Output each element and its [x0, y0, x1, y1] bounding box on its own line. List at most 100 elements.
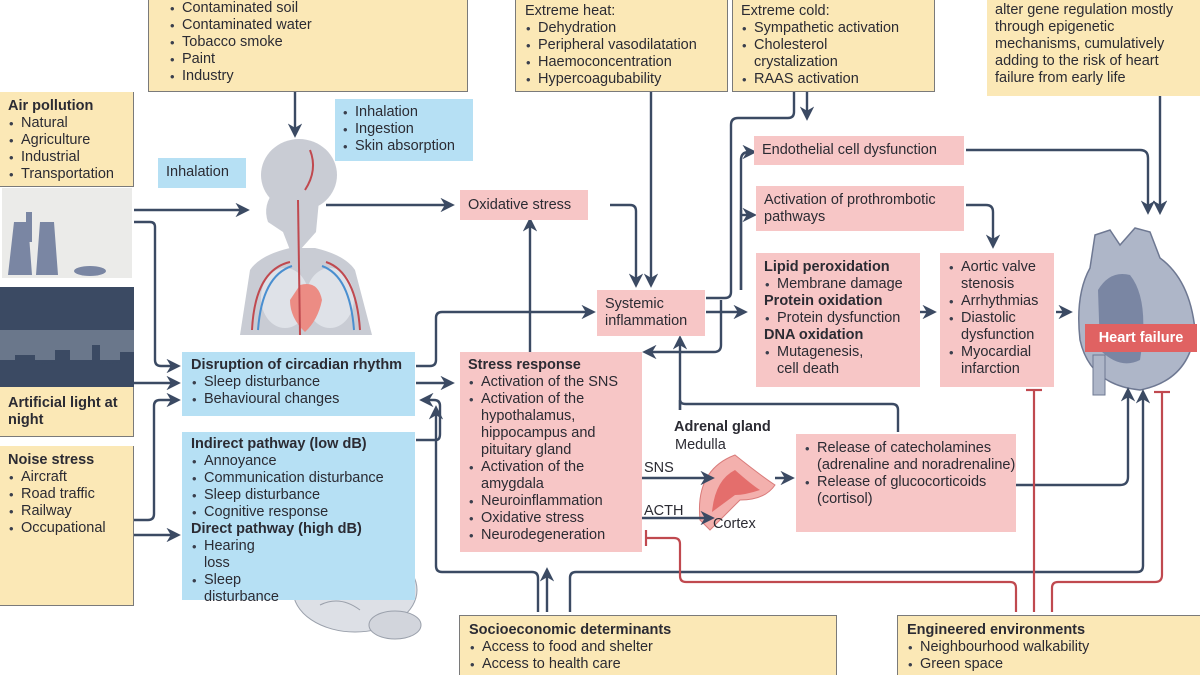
list-item: Hypercoagubability	[525, 71, 727, 88]
circadian-title: Disruption of circadian rhythm	[191, 357, 403, 373]
adrenal-gland-title: Adrenal gland	[674, 419, 771, 435]
list-item: Mutagenesis, cell death	[764, 344, 874, 378]
air-pollution-title: Air pollution	[8, 98, 94, 114]
hormone-release-box: Release of catecholamines (adrenaline an…	[796, 434, 1016, 532]
list-item: Transportation	[8, 166, 133, 183]
list-item: Green space	[907, 656, 1200, 673]
epigenetic-note-box: alter gene regulation mostly through epi…	[987, 0, 1200, 96]
list-item: Cognitive response	[191, 504, 415, 521]
list-item: Neuroinflammation	[468, 493, 642, 510]
list-item: Paint	[169, 51, 467, 68]
list-item: Release of glucocorticoids (cortisol)	[804, 474, 1016, 508]
oxidative-stress-label: Oxidative stress	[468, 197, 572, 213]
list-item: Industry	[169, 68, 467, 85]
list-item: Ingestion	[342, 121, 473, 138]
extreme-heat-title: Extreme heat:	[525, 3, 616, 19]
list-item: Skin absorption	[342, 138, 473, 155]
list-item: Neighbourhood walkability	[907, 639, 1200, 656]
systemic-inflammation-label: Systemic inflammation	[605, 296, 688, 329]
pollution-illustration	[2, 188, 132, 278]
lipid-peroxidation-title: Lipid peroxidation	[764, 259, 890, 275]
cardiac-outcomes-box: Aortic valve stenosis Arrhythmias Diasto…	[940, 253, 1054, 387]
noise-pathways-box: Indirect pathway (low dB) Annoyance Comm…	[182, 432, 415, 605]
extreme-cold-box: Extreme cold: Sympathetic activation Cho…	[732, 0, 935, 92]
direct-pathway-title: Direct pathway (high dB)	[191, 521, 362, 537]
list-item: Haemoconcentration	[525, 54, 727, 71]
list-item: Neurodegeneration	[468, 527, 642, 544]
list-item: Diastolic dysfunction	[948, 310, 1054, 344]
list-item: Access to food and shelter	[469, 639, 836, 656]
list-item: Activation of the amygdala	[468, 459, 642, 493]
endothelial-dysfunction-label: Endothelial cell dysfunction	[762, 142, 937, 158]
list-item: Industrial	[8, 149, 133, 166]
list-item: Sleep disturbance	[191, 374, 415, 391]
list-item: Activation of the hypothalamus, hippocam…	[468, 391, 642, 459]
artificial-light-title: Artificial light at night	[8, 395, 118, 428]
prothrombotic-label: Activation of prothrombotic pathways	[764, 192, 936, 225]
chemical-exposure-list: Contaminated soil Contaminated water Tob…	[169, 0, 467, 85]
protein-oxidation-title: Protein oxidation	[764, 293, 883, 309]
list-item: Communication disturbance	[191, 470, 415, 487]
list-item: Inhalation	[342, 104, 473, 121]
inhalation-bubble: Inhalation	[158, 158, 246, 188]
list-item: Aortic valve stenosis	[948, 259, 1054, 293]
list-item: Arrhythmias	[948, 293, 1054, 310]
list-item: Contaminated water	[169, 17, 467, 34]
list-item: Membrane damage	[764, 276, 920, 293]
circadian-disruption-box: Disruption of circadian rhythm Sleep dis…	[182, 352, 415, 416]
list-item: Oxidative stress	[468, 510, 642, 527]
engineered-environments-box: Engineered environments Neighbourhood wa…	[897, 615, 1200, 675]
list-item: Sleep disturbance	[191, 572, 281, 606]
stress-response-box: Stress response Activation of the SNS Ac…	[460, 352, 642, 552]
systemic-inflammation-box: Systemic inflammation	[597, 290, 705, 336]
noise-stress-box: Noise stress Aircraft Road traffic Railw…	[0, 446, 134, 606]
socioeconomic-title: Socioeconomic determinants	[469, 622, 672, 638]
medulla-label: Medulla	[675, 437, 726, 453]
stress-response-title: Stress response	[468, 357, 581, 373]
chemical-exposure-box: Contaminated soil Contaminated water Tob…	[148, 0, 468, 92]
list-item: Annoyance	[191, 453, 415, 470]
list-item: Sympathetic activation	[741, 20, 906, 37]
oxidative-stress-box: Oxidative stress	[460, 190, 588, 220]
dna-oxidation-title: DNA oxidation	[764, 327, 864, 343]
list-item: Road traffic	[8, 486, 133, 503]
list-item: Peripheral vasodilatation	[525, 37, 727, 54]
list-item: Cholesterol crystalization	[741, 37, 906, 71]
cortex-label: Cortex	[713, 516, 756, 532]
prothrombotic-box: Activation of prothrombotic pathways	[756, 186, 964, 231]
air-pollution-box: Air pollution Natural Agriculture Indust…	[0, 92, 134, 187]
socioeconomic-box: Socioeconomic determinants Access to foo…	[459, 615, 837, 675]
extreme-heat-box: Extreme heat: Dehydration Peripheral vas…	[515, 0, 728, 92]
oxidation-damage-box: Lipid peroxidation Membrane damage Prote…	[756, 253, 920, 387]
list-item: Protein dysfunction	[764, 310, 920, 327]
heart-illustration	[1078, 227, 1196, 396]
list-item: Behavioural changes	[191, 391, 415, 408]
list-item: Myocardial infarction	[948, 344, 1054, 378]
list-item: Dehydration	[525, 20, 727, 37]
list-item: Occupational	[8, 520, 133, 537]
list-item: Hearing loss	[191, 538, 281, 572]
list-item: Contaminated soil	[169, 0, 467, 17]
endothelial-dysfunction-box: Endothelial cell dysfunction	[754, 136, 964, 165]
acth-label: ACTH	[644, 503, 684, 519]
list-item: Sleep disturbance	[191, 487, 415, 504]
heart-failure-label: Heart failure	[1085, 324, 1197, 352]
list-item: Aircraft	[8, 469, 133, 486]
extreme-cold-title: Extreme cold:	[741, 3, 830, 19]
engineered-environments-title: Engineered environments	[907, 622, 1086, 638]
list-item: Release of catecholamines (adrenaline an…	[804, 440, 1016, 474]
exposure-routes-bubble: Inhalation Ingestion Skin absorption	[335, 99, 473, 161]
list-item: RAAS activation	[741, 71, 906, 88]
sns-label: SNS	[644, 460, 674, 476]
list-item: Access to health care	[469, 656, 836, 673]
inhalation-bubble-text: Inhalation	[166, 164, 229, 180]
list-item: Railway	[8, 503, 133, 520]
artificial-light-box: Artificial light at night	[0, 387, 134, 437]
list-item: Agriculture	[8, 132, 133, 149]
list-item: Natural	[8, 115, 133, 132]
epigenetic-note-text: alter gene regulation mostly through epi…	[995, 2, 1174, 86]
human-body-illustration	[240, 139, 372, 336]
list-item: Tobacco smoke	[169, 34, 467, 51]
noise-stress-title: Noise stress	[8, 452, 95, 468]
night-city-illustration	[0, 287, 134, 387]
